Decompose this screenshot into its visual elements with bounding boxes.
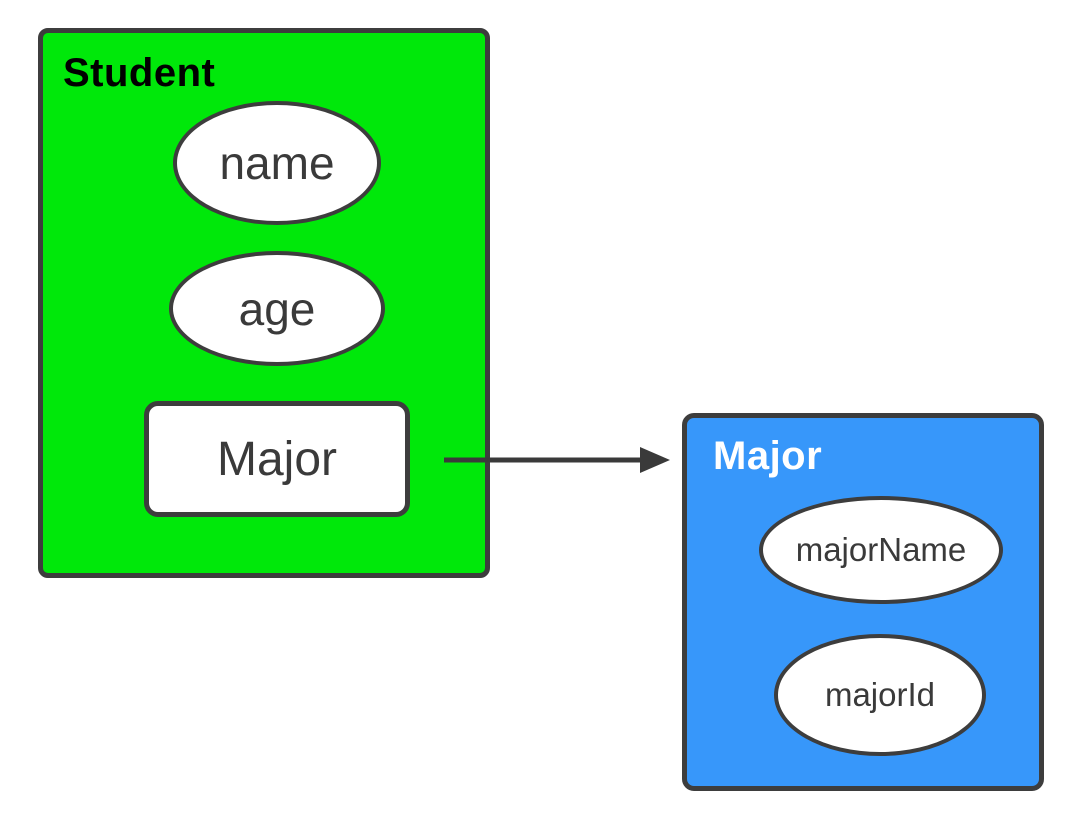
student-entity-title: Student: [63, 51, 216, 95]
relation-arrow-head: [640, 447, 670, 473]
student-entity-box: Student name age Major: [38, 28, 490, 578]
student-attribute-age-oval: age: [169, 251, 385, 366]
student-major-reference-label: Major: [216, 432, 338, 486]
major-entity-box: Major majorName majorId: [682, 413, 1044, 791]
student-attribute-name-oval: name: [173, 101, 381, 225]
major-attribute-majorname-oval: majorName: [759, 496, 1003, 604]
major-attribute-majorid-label: majorId: [824, 676, 936, 713]
major-attribute-majorname-label: majorName: [795, 531, 967, 568]
student-attribute-name-label: name: [219, 137, 335, 189]
major-attribute-majorid-oval: majorId: [774, 634, 986, 756]
student-major-reference-rect: Major: [144, 401, 410, 517]
major-entity-title: Major: [713, 434, 823, 478]
student-attribute-age-label: age: [238, 282, 316, 335]
